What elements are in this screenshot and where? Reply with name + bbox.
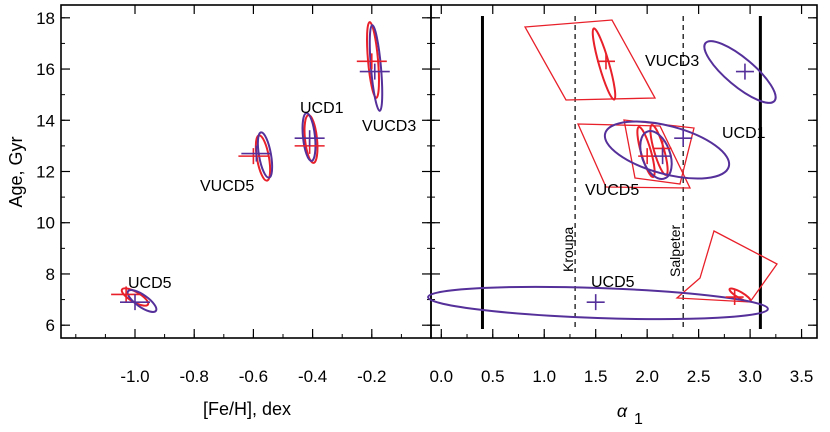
left-label-ucd5: UCD5 bbox=[128, 275, 172, 292]
right-x-tick-label: 2.0 bbox=[635, 367, 659, 386]
left-x-tick-label: -0.2 bbox=[357, 367, 386, 386]
left-x-axis-title: [Fe/H], dex bbox=[203, 399, 291, 419]
left-label-vucd5: VUCD5 bbox=[200, 178, 254, 195]
right-x-tick-label: 3.5 bbox=[790, 367, 814, 386]
y-tick-label: 8 bbox=[46, 265, 55, 284]
left-plot-frame bbox=[60, 4, 432, 339]
right-label-ucd1: UCD1 bbox=[722, 125, 766, 142]
right-axis-ticks: 0.0 0.5 1.0 1.5 2.0 2.5 3.0 3.5 bbox=[429, 5, 817, 386]
kroupa-label: Kroupa bbox=[560, 227, 576, 272]
right-x-tick-label: 2.5 bbox=[687, 367, 711, 386]
left-x-tick-label: -0.4 bbox=[298, 367, 327, 386]
y-axis-title: Age, Gyr bbox=[6, 136, 26, 207]
y-tick-label: 6 bbox=[46, 316, 55, 335]
right-x-tick-label: 1.0 bbox=[532, 367, 556, 386]
left-ucd5-errors bbox=[120, 287, 158, 313]
left-label-vucd3: VUCD3 bbox=[362, 118, 416, 135]
left-x-tick-label: -0.8 bbox=[180, 367, 209, 386]
right-label-vucd5: VUCD5 bbox=[585, 182, 639, 199]
y-tick-label: 16 bbox=[36, 60, 55, 79]
right-x-tick-label: 3.0 bbox=[738, 367, 762, 386]
right-x-tick-label: 1.5 bbox=[584, 367, 608, 386]
right-x-tick-label: 0.5 bbox=[481, 367, 505, 386]
left-x-tick-label: -1.0 bbox=[120, 367, 149, 386]
left-label-ucd1: UCD1 bbox=[300, 100, 344, 117]
right-label-ucd5: UCD5 bbox=[591, 274, 635, 291]
left-x-tick-label: -0.6 bbox=[239, 367, 268, 386]
right-x-axis-title: α bbox=[617, 401, 628, 421]
right-label-vucd3: VUCD3 bbox=[645, 53, 699, 70]
right-data-points bbox=[586, 53, 754, 311]
salpeter-label: Salpeter bbox=[667, 225, 683, 277]
y-tick-label: 18 bbox=[36, 9, 55, 28]
right-purple-error-ellipses bbox=[427, 40, 777, 321]
y-tick-label: 14 bbox=[36, 111, 55, 130]
y-tick-label: 10 bbox=[36, 214, 55, 233]
left-data-points bbox=[111, 53, 390, 311]
left-axis-ticks: -1.0 -0.8 -0.6 -0.4 -0.2 6 8 10 12 14 16 18 bbox=[36, 5, 432, 386]
right-x-tick-label: 0.0 bbox=[429, 367, 453, 386]
right-x-axis-subscript: 1 bbox=[634, 411, 643, 428]
y-tick-label: 12 bbox=[36, 163, 55, 182]
